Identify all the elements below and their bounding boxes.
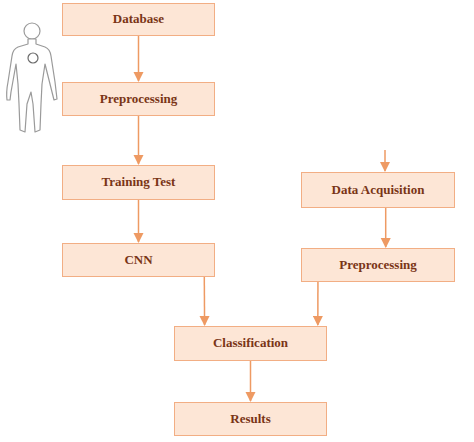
flow-arrow	[385, 208, 387, 247]
box-label: Training Test	[102, 175, 176, 189]
process-box: Database	[62, 3, 215, 36]
box-label: Preprocessing	[100, 92, 178, 106]
box-label: Classification	[213, 336, 288, 350]
flow-arrow	[138, 36, 140, 81]
flow-arrow	[317, 282, 319, 325]
flow-arrow	[204, 277, 206, 325]
input-arrow	[384, 150, 386, 171]
process-box: Data Acquisition	[301, 172, 455, 208]
flow-arrow	[138, 200, 140, 242]
box-label: Database	[113, 12, 164, 26]
box-label: Preprocessing	[339, 258, 417, 272]
process-box: Training Test	[62, 165, 215, 200]
box-label: Data Acquisition	[332, 183, 425, 197]
box-label: CNN	[124, 253, 152, 267]
process-box: Results	[174, 402, 327, 436]
process-box: Preprocessing	[62, 82, 215, 116]
flow-arrow	[250, 361, 252, 401]
process-box: CNN	[62, 243, 215, 277]
process-box: Classification	[174, 326, 327, 361]
process-box: Preprocessing	[301, 248, 455, 282]
box-label: Results	[230, 412, 270, 426]
flow-arrow	[138, 116, 140, 164]
